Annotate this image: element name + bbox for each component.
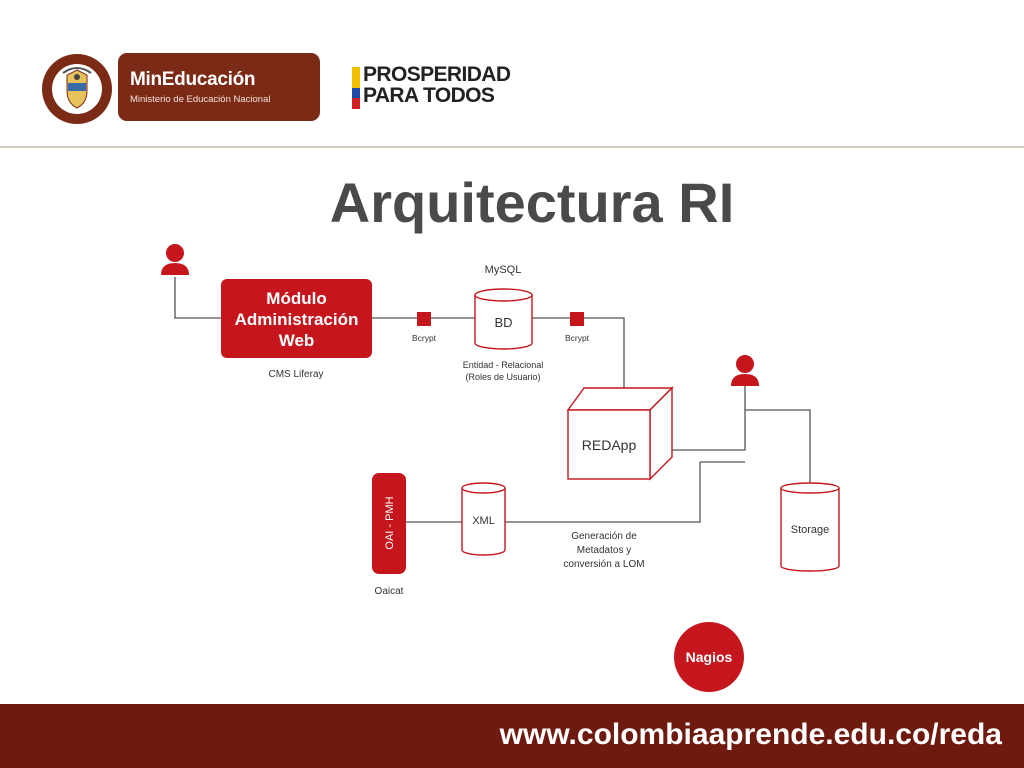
bd-database-icon: BD	[474, 288, 533, 350]
bd-caption-2: (Roles de Usuario)	[465, 372, 540, 382]
redapp-label: REDApp	[582, 437, 637, 453]
page-title: Arquitectura RI	[329, 171, 735, 234]
oai-pmh-box: OAI - PMH	[372, 473, 406, 574]
bcrypt-left-label: Bcrypt	[412, 333, 437, 343]
header-divider	[0, 146, 1024, 148]
modulo-line3: Web	[279, 331, 315, 350]
footer: www.colombiaaprende.edu.co/reda	[0, 704, 1024, 768]
ministry-name: MinEducación	[130, 69, 256, 90]
storage-icon: Storage	[780, 482, 840, 572]
prosperidad-logo: PROSPERIDAD PARA TODOS	[363, 63, 511, 107]
slogan-line-2: PARA TODOS	[363, 84, 495, 107]
oai-pmh-label: OAI - PMH	[384, 496, 396, 549]
nagios-node: Nagios	[674, 622, 744, 692]
mineducacion-logo[interactable]: MinEducación Ministerio de Educación Nac…	[118, 53, 320, 121]
modulo-administracion-web: Módulo Administración Web	[221, 279, 372, 358]
bd-label: BD	[494, 315, 512, 330]
xml-label: XML	[472, 515, 495, 527]
bcrypt-right-label: Bcrypt	[565, 333, 590, 343]
header: MinEducación Ministerio de Educación Nac…	[0, 0, 1024, 146]
user-icon	[161, 244, 189, 275]
colombia-seal-icon	[42, 54, 112, 124]
xml-storage-icon: XML	[461, 482, 506, 556]
admin-user-icon	[731, 355, 759, 386]
cms-liferay-caption: CMS Liferay	[268, 369, 323, 380]
storage-label: Storage	[791, 524, 830, 536]
slogan-line-1: PROSPERIDAD	[363, 63, 511, 86]
modulo-line2: Administración	[235, 310, 359, 329]
modulo-line1: Módulo	[266, 289, 326, 308]
bcrypt-left-marker	[417, 312, 431, 326]
generation-line-3: conversión a LOM	[563, 559, 644, 570]
footer-url-link[interactable]: www.colombiaaprende.edu.co/reda	[499, 718, 1002, 751]
nagios-label: Nagios	[686, 649, 733, 665]
colombia-flag-icon	[352, 67, 360, 109]
bcrypt-right-marker	[570, 312, 584, 326]
ministry-subtitle: Ministerio de Educación Nacional	[130, 94, 271, 105]
generation-line-2: Metadatos y	[577, 545, 631, 556]
oaicat-caption: Oaicat	[375, 586, 404, 597]
mysql-label: MySQL	[485, 264, 522, 276]
generation-line-1: Generación de	[571, 531, 637, 542]
bd-caption-1: Entidad - Relacional	[463, 360, 544, 370]
redapp-cube: REDApp	[566, 386, 674, 481]
